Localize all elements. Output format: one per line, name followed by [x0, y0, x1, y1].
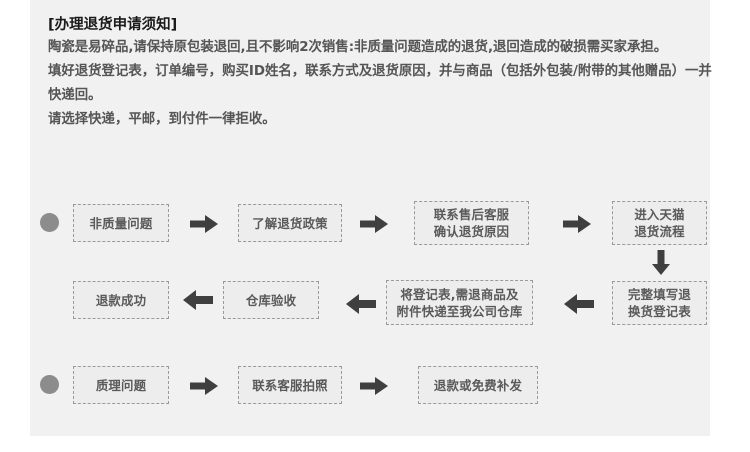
arrow-left-icon-r2-3	[563, 293, 594, 315]
flow-box-ship-goods-to-warehouse[interactable]: 将登记表,需退商品及 附件快递至我公司仓库	[386, 280, 533, 325]
arrow-left-icon-r2-1	[182, 289, 213, 311]
flow-box-label-line2: 换货登记表	[628, 304, 691, 319]
flow-box-label: 了解退货政策	[252, 215, 328, 231]
flow-box-contact-aftersales[interactable]: 联系售后客服 确认退货原因	[414, 201, 529, 245]
flow-box-refund-success[interactable]: 退款成功	[73, 281, 169, 319]
flow-box-label: 联系客服拍照	[252, 377, 328, 393]
flow-box-understand-return-policy[interactable]: 了解退货政策	[238, 204, 342, 242]
notice-line-2: 填好退货登记表，订单编号，购买ID姓名，联系方式及退货原因，并与商品（包括外包装…	[48, 64, 712, 103]
flow-box-label-line2: 确认退货原因	[433, 224, 510, 239]
arrow-right-icon-r3-1	[190, 376, 219, 396]
flow-box-label-line1: 将登记表,需退商品及	[400, 286, 519, 302]
flow-box-label: 质理问题	[95, 377, 147, 393]
bullet-dot-row1	[40, 213, 59, 232]
bullet-dot-row3	[40, 375, 59, 394]
arrow-right-icon-r3-2	[360, 376, 389, 396]
arrow-right-icon-r1-3	[563, 214, 592, 234]
flow-box-refund-or-free-reship[interactable]: 退款或免费补发	[418, 366, 538, 404]
arrow-right-icon-r1-1	[190, 214, 219, 234]
flow-box-non-quality-issue[interactable]: 非质量问题	[73, 204, 169, 242]
notice-title: [办理退货申请须知]	[48, 17, 178, 33]
flow-box-warehouse-inspection[interactable]: 仓库验收	[223, 281, 319, 319]
flow-box-label: 退款或免费补发	[433, 377, 523, 393]
flow-box-quality-issue[interactable]: 质理问题	[73, 366, 169, 404]
flow-box-label-line1: 完整填写退	[628, 287, 691, 302]
arrow-right-icon-r1-2	[360, 214, 389, 234]
notice-line-3: 请选择快递，平邮，到付件一律拒收。	[48, 112, 276, 127]
flow-box-label-line1: 进入天猫	[634, 207, 685, 222]
flow-box-label-line2: 退货流程	[634, 224, 685, 239]
notice-line-1: 陶瓷是易碎品,请保持原包装退回,且不影响2次销售:非质量问题造成的退货,退回造成…	[48, 40, 668, 55]
arrow-down-icon	[651, 250, 671, 276]
flow-box-label-line2: 附件快递至我公司仓库	[396, 303, 523, 319]
flow-box-label: 仓库验收	[245, 292, 297, 308]
flow-box-label: 退款成功	[95, 292, 147, 308]
return-policy-notice: [办理退货申请须知] 陶瓷是易碎品,请保持原包装退回,且不影响2次销售:非质量问…	[48, 14, 720, 132]
flow-box-label: 非质量问题	[89, 215, 153, 231]
flow-box-label-line1: 联系售后客服	[433, 207, 510, 222]
flow-box-enter-tmall-return-flow[interactable]: 进入天猫 退货流程	[612, 201, 707, 245]
flow-box-contact-service-photo[interactable]: 联系客服拍照	[238, 366, 342, 404]
flow-box-fill-exchange-form[interactable]: 完整填写退 换货登记表	[612, 281, 707, 325]
arrow-left-icon-r2-2	[345, 293, 376, 315]
